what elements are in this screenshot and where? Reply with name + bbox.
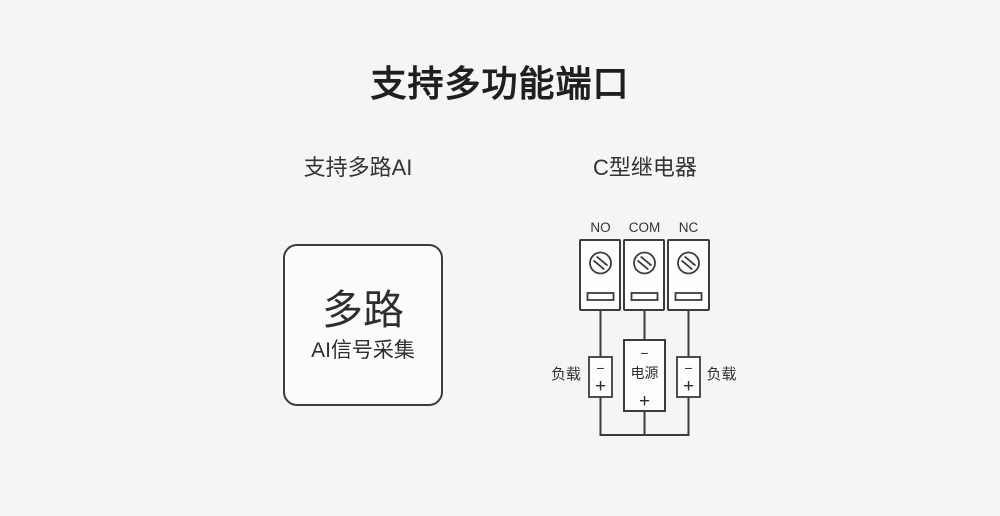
terminal-slot — [630, 292, 659, 301]
relay-section-subtitle: C型继电器 — [593, 155, 697, 180]
terminal-slot — [674, 292, 703, 301]
ai-card: 多路 AI信号采集 — [283, 244, 443, 406]
screw-icon — [677, 251, 700, 275]
load-right-minus-symbol: − — [684, 360, 692, 376]
power-label: 电源 — [631, 365, 659, 381]
screw-icon — [633, 251, 656, 275]
load-right-plus-symbol: + — [683, 376, 694, 397]
load-right-box — [676, 356, 701, 398]
ai-section-subtitle: 支持多路AI — [303, 155, 413, 180]
load-left-box — [588, 356, 613, 398]
load-left-label: 负载 — [551, 366, 581, 383]
terminal-label-no: NO — [590, 220, 610, 235]
relay-wiring-diagram: NO COM NC — [551, 220, 737, 436]
load-right-label: 负载 — [706, 366, 736, 383]
load-left-plus-symbol: + — [595, 376, 606, 397]
power-minus-symbol: − — [640, 345, 648, 361]
page-title: 支持多功能端口 — [370, 63, 630, 104]
terminal-label-nc: NC — [679, 220, 699, 235]
ai-card-title: 多路 — [322, 286, 404, 333]
power-plus-symbol: + — [639, 391, 650, 412]
terminal-slot — [586, 292, 615, 301]
terminal-label-com: COM — [629, 220, 661, 235]
load-left-minus-symbol: − — [596, 360, 604, 376]
ai-card-subtitle: AI信号采集 — [311, 339, 415, 362]
power-supply-box — [623, 339, 666, 412]
screw-icon — [589, 251, 612, 275]
